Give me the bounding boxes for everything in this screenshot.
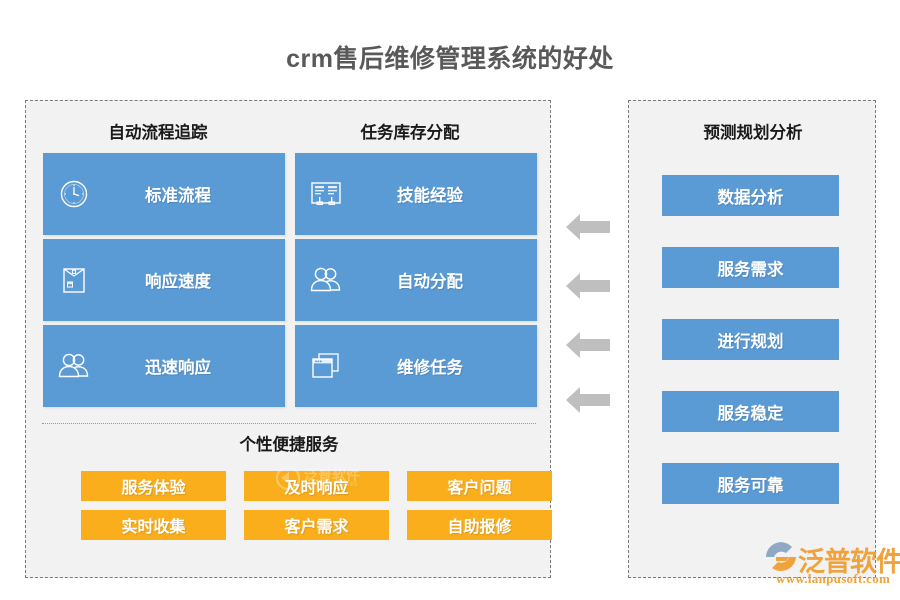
arrow-left-icon [564, 327, 612, 363]
brand-name: 泛普软件 [798, 547, 900, 577]
chip-service-experience[interactable]: 服务体验 [81, 471, 226, 501]
page-title: crm售后维修管理系统的好处 [286, 45, 614, 73]
arrow-left-icon [564, 382, 612, 418]
windows-icon [295, 351, 357, 381]
brand-url: www.lanpusoft.com [776, 571, 891, 586]
chip-customer-demand[interactable]: 客户需求 [244, 510, 389, 540]
chip-realtime-collect[interactable]: 实时收集 [81, 510, 226, 540]
tile-label: 迅速响应 [145, 359, 211, 377]
tile-response-speed[interactable]: 响应速度 [43, 239, 285, 321]
tile-label: 标准流程 [145, 187, 211, 205]
bar-service-demand[interactable]: 服务需求 [662, 247, 839, 288]
users-icon [43, 352, 105, 380]
clock-icon [43, 179, 105, 209]
tile-standard-process[interactable]: 标准流程 [43, 153, 285, 235]
chip-customer-issue[interactable]: 客户问题 [407, 471, 552, 501]
arrow-left-icon [564, 268, 612, 304]
bar-service-reliability[interactable]: 服务可靠 [662, 463, 839, 504]
chip-self-service-repair[interactable]: 自助报修 [407, 510, 552, 540]
brand-logo: 泛普软件 www.lanpusoft.com [762, 540, 900, 590]
section-divider [42, 423, 536, 424]
tile-label: 维修任务 [397, 359, 463, 377]
arrow-left-icon [564, 209, 612, 245]
users-icon [295, 266, 357, 294]
tile-rapid-response[interactable]: 迅速响应 [43, 325, 285, 407]
header-auto-flow: 自动流程追踪 [108, 124, 208, 142]
header-task-stock: 任务库存分配 [360, 124, 460, 142]
bar-data-analysis[interactable]: 数据分析 [662, 175, 839, 216]
chip-timely-response[interactable]: 及时响应 [244, 471, 389, 501]
tile-label: 技能经验 [397, 187, 463, 205]
envelope-icon [43, 265, 105, 295]
header-forecast-planning: 预测规划分析 [703, 124, 803, 142]
bar-service-stability[interactable]: 服务稳定 [662, 391, 839, 432]
right-panel: 预测规划分析 数据分析 服务需求 进行规划 服务稳定 服务可靠 [628, 100, 876, 578]
fanpu-logo-icon [766, 542, 796, 572]
header-personal-service: 个性便捷服务 [239, 436, 339, 454]
tile-auto-assign[interactable]: 自动分配 [295, 239, 537, 321]
left-panel: 自动流程追踪 任务库存分配 标准流程 [25, 100, 552, 578]
certificate-icon [295, 180, 357, 208]
tile-skill-experience[interactable]: 技能经验 [295, 153, 537, 235]
tile-label: 自动分配 [397, 273, 463, 291]
tile-repair-task[interactable]: 维修任务 [295, 325, 537, 407]
bar-conduct-planning[interactable]: 进行规划 [662, 319, 839, 360]
tile-label: 响应速度 [145, 273, 211, 291]
